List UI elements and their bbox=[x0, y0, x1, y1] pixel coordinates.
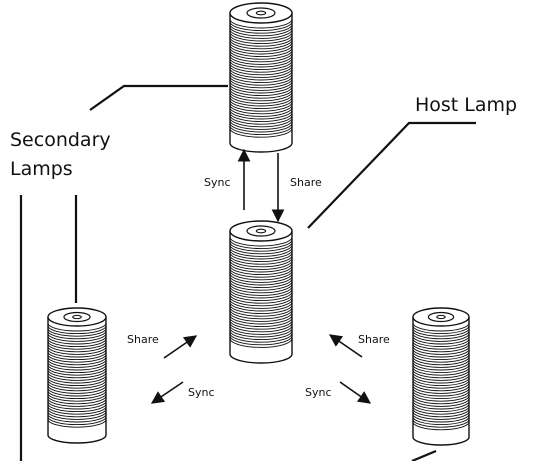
lamp-host bbox=[229, 220, 293, 364]
share-label-right: Share bbox=[358, 333, 390, 346]
lamp-top-secondary bbox=[229, 2, 293, 153]
lamp-right-secondary bbox=[412, 307, 470, 446]
share-arrow-left bbox=[163, 335, 198, 359]
secondary-callout-line-bottom bbox=[411, 449, 437, 461]
sync-label-right: Sync bbox=[305, 386, 332, 399]
host-lamp-label: Host Lamp bbox=[415, 94, 517, 116]
sync-arrow-left bbox=[150, 381, 184, 404]
share-arrow-right bbox=[328, 334, 363, 358]
secondary-lamps-label-line2: Lamps bbox=[10, 158, 73, 180]
sync-label-left: Sync bbox=[188, 386, 215, 399]
lamp-left-secondary bbox=[47, 307, 107, 444]
sync-arrow-right bbox=[339, 381, 372, 404]
share-label-left: Share bbox=[127, 333, 159, 346]
share-label-top: Share bbox=[290, 176, 322, 189]
secondary-callout-line-top bbox=[89, 84, 228, 111]
secondary-lamps-label-line1: Secondary bbox=[10, 129, 111, 151]
host-callout-line bbox=[307, 121, 476, 229]
sync-label-top: Sync bbox=[204, 176, 231, 189]
